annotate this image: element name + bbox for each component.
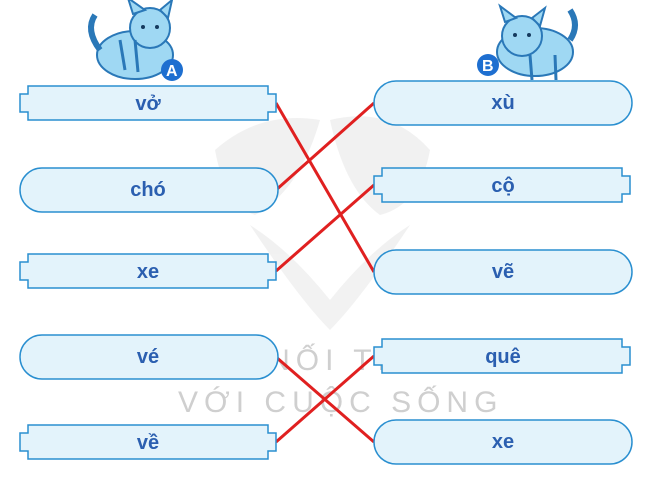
right-word-4-label: quê — [485, 346, 521, 368]
left-word-3[interactable]: xe — [19, 253, 277, 289]
right-word-2-label: cộ — [491, 175, 514, 197]
right-word-5[interactable]: xe — [373, 419, 633, 465]
cat-b-illustration — [496, 3, 578, 81]
badge-b — [477, 54, 499, 76]
left-word-4[interactable]: vé — [19, 334, 279, 380]
match-line-1 — [274, 102, 376, 273]
right-column: xù cộ vẽ quê xe — [373, 80, 633, 465]
badge-b-label: B — [482, 58, 494, 75]
match-line-5 — [275, 354, 375, 444]
right-word-5-label: xe — [492, 431, 514, 453]
left-word-5[interactable]: về — [19, 424, 277, 460]
left-column: vở chó xe vé về — [19, 85, 279, 460]
cat-a-illustration — [88, 0, 174, 80]
badge-a-label: A — [166, 63, 178, 80]
match-lines — [274, 101, 376, 444]
right-word-3[interactable]: vẽ — [373, 249, 633, 295]
match-line-2 — [275, 101, 375, 192]
left-word-4-label: vé — [137, 346, 159, 368]
left-word-1-label: vở — [135, 93, 161, 115]
right-word-3-label: vẽ — [492, 261, 514, 283]
left-word-2-label: chó — [130, 179, 166, 201]
watermark-line-2: VỚI CUỘC SỐNG — [178, 385, 503, 419]
right-word-2[interactable]: cộ — [373, 167, 631, 203]
left-word-3-label: xe — [137, 261, 159, 283]
left-word-2[interactable]: chó — [19, 167, 279, 213]
right-word-1-label: xù — [491, 92, 514, 114]
right-word-1[interactable]: xù — [373, 80, 633, 126]
left-word-1[interactable]: vở — [19, 85, 277, 121]
right-word-4[interactable]: quê — [373, 338, 631, 374]
match-line-3 — [275, 183, 375, 273]
badge-a — [161, 59, 183, 81]
left-word-5-label: về — [137, 432, 159, 454]
